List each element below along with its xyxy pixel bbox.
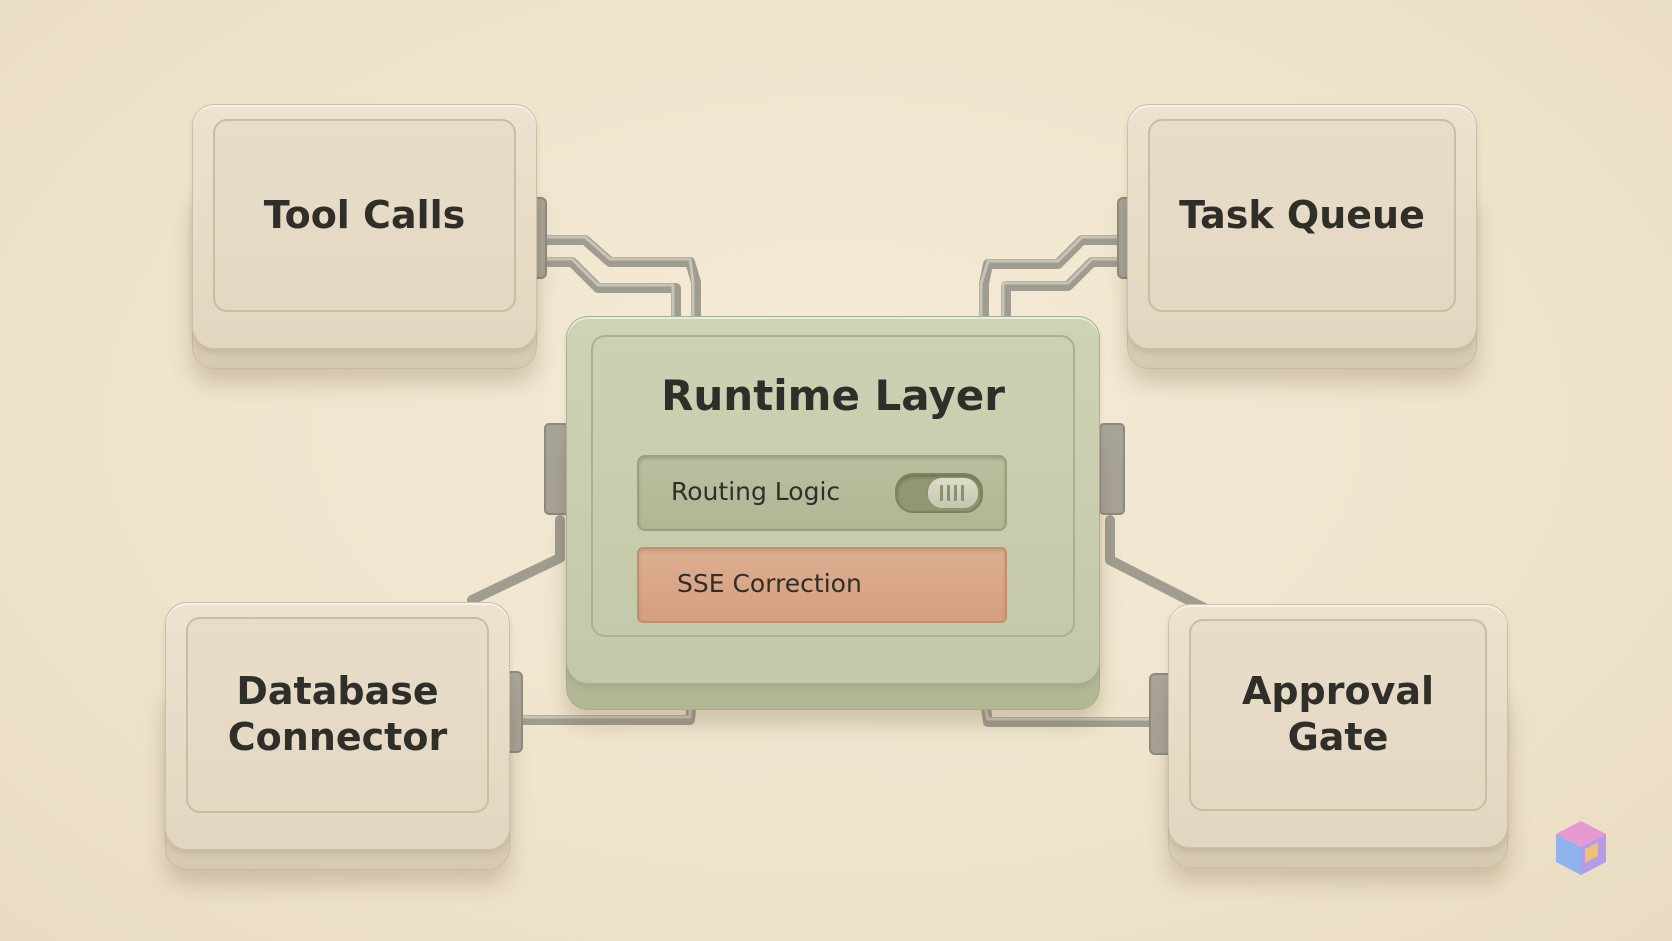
module-runtime-layer[interactable]: Runtime Layer Routing Logic SSE Correcti… bbox=[566, 316, 1100, 710]
sse-correction-label: SSE Correction bbox=[677, 569, 862, 598]
plug-runtime-right bbox=[1099, 423, 1125, 515]
module-label: Tool Calls bbox=[263, 192, 466, 237]
routing-logic-panel: Routing Logic bbox=[637, 455, 1007, 531]
module-label: Task Queue bbox=[1179, 192, 1425, 237]
connector-task-queue-1 bbox=[979, 235, 1129, 325]
module-tool-calls[interactable]: Tool Calls bbox=[192, 104, 537, 369]
connector-task-queue-2 bbox=[1001, 257, 1129, 325]
module-label: Database Connector bbox=[227, 669, 448, 759]
connector-tool-calls-2 bbox=[535, 257, 681, 325]
module-database-connector[interactable]: Database Connector bbox=[165, 602, 510, 870]
cube-logo-icon bbox=[1556, 821, 1606, 875]
runtime-title: Runtime Layer bbox=[661, 371, 1005, 420]
sse-correction-button[interactable]: SSE Correction bbox=[637, 547, 1007, 623]
routing-logic-label: Routing Logic bbox=[671, 477, 841, 506]
module-label: Approval Gate bbox=[1241, 669, 1435, 759]
connector-approval-1 bbox=[1105, 515, 1213, 615]
module-task-queue[interactable]: Task Queue bbox=[1127, 104, 1477, 369]
connector-tool-calls-1 bbox=[535, 235, 701, 325]
connector-database-1 bbox=[467, 515, 565, 605]
module-approval-gate[interactable]: Approval Gate bbox=[1168, 604, 1508, 868]
toggle-knob bbox=[927, 477, 979, 509]
routing-toggle[interactable] bbox=[895, 473, 983, 513]
